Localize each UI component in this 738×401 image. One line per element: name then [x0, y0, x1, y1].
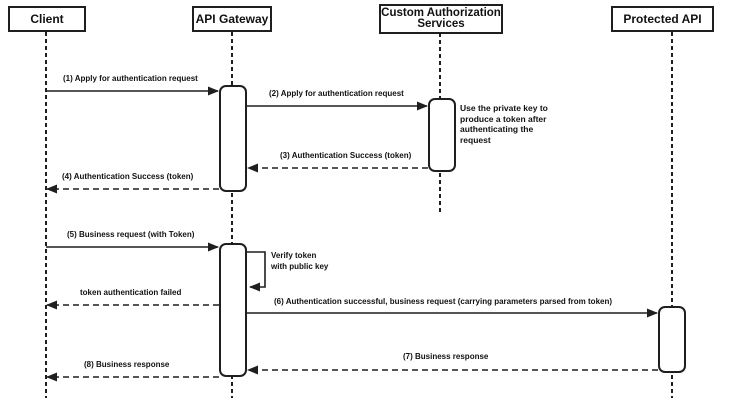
actor-protected-api: Protected API [611, 6, 714, 32]
actor-custom-authorization-services: Custom Authorization Services [379, 4, 503, 34]
actor-client-label: Client [30, 11, 64, 26]
actor-api-gateway-label: API Gateway [195, 11, 269, 26]
message-label-token-failed: token authentication failed [80, 288, 182, 297]
actor-client: Client [8, 6, 86, 32]
message-label-8: (8) Business response [84, 360, 170, 369]
message-label-5: (5) Business request (with Token) [67, 230, 195, 239]
activation-api-gateway-1 [219, 85, 247, 192]
actor-custom-auth-label: Custom Authorization Services [381, 7, 501, 30]
message-label-2: (2) Apply for authentication request [269, 89, 404, 98]
message-label-1: (1) Apply for authentication request [63, 74, 198, 83]
actor-api-gateway: API Gateway [192, 6, 272, 32]
message-label-7: (7) Business response [403, 352, 489, 361]
message-arrow-self-verify-token [247, 251, 266, 292]
activation-api-gateway-2 [219, 243, 247, 377]
activation-protected-api [658, 306, 686, 373]
message-label-self-verify-token: Verify token with public key [271, 251, 329, 271]
actor-protected-api-label: Protected API [623, 11, 702, 26]
note-private-key: Use the private key to produce a token a… [460, 103, 548, 145]
activation-custom-auth [428, 98, 456, 172]
message-label-3: (3) Authentication Success (token) [280, 151, 412, 160]
message-label-4: (4) Authentication Success (token) [62, 172, 194, 181]
message-label-6: (6) Authentication successful, business … [274, 297, 613, 306]
